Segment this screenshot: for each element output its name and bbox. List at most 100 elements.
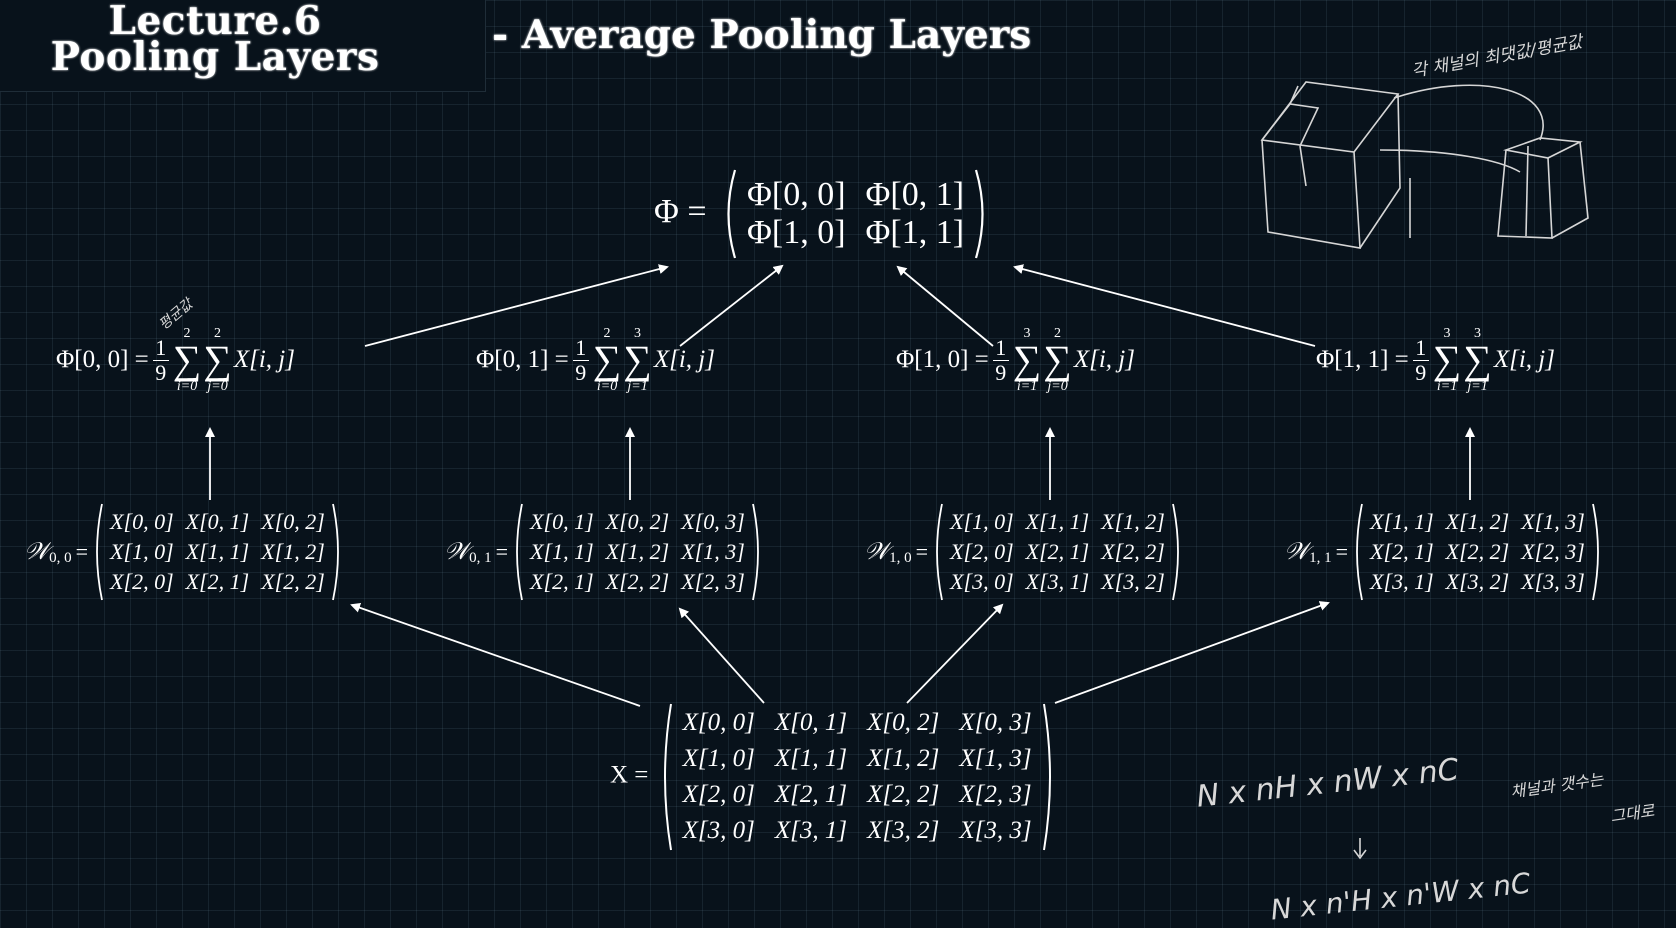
input-cell: X[0, 1] [774, 709, 848, 736]
window-cell: X[3, 1] [1370, 569, 1434, 594]
window-subscript: 0, 0 [49, 549, 72, 566]
right-paren-icon [751, 503, 759, 601]
phi-cell: Φ[1, 0] [747, 214, 846, 251]
left-paren-icon [663, 703, 672, 851]
window-cell: X[2, 0] [110, 569, 174, 594]
arrow-phi00-to-matrix [364, 264, 669, 347]
left-paren-icon [96, 503, 103, 601]
window-cell: X[2, 1] [185, 569, 250, 594]
window-cell: X[1, 2] [1445, 509, 1510, 534]
window-cell: X[2, 2] [1101, 539, 1165, 564]
dim-transform-arrow [1353, 838, 1367, 860]
slide-subtitle: - Average Pooling Layers [492, 12, 1032, 58]
window-cell: X[3, 2] [1101, 569, 1165, 594]
sum-lower-j: j=1 [627, 379, 648, 394]
input-cell: X[1, 0] [682, 745, 755, 772]
arrow-x-to-w00 [350, 602, 641, 707]
window-cell: X[3, 1] [1025, 569, 1090, 594]
arrow-x-to-w01 [678, 607, 765, 704]
window-symbol: 𝒲 [1284, 538, 1310, 565]
fraction-numerator: 1 [1415, 334, 1427, 360]
window-cell: X[1, 2] [261, 539, 325, 564]
window-cell: X[2, 1] [1025, 539, 1090, 564]
window-equals: = [1335, 539, 1349, 564]
sum-upper-i: 2 [603, 326, 611, 341]
window-cell: X[1, 0] [950, 509, 1014, 534]
input-cell: X[3, 2] [867, 817, 940, 844]
input-cell: X[2, 1] [774, 781, 848, 808]
summand: X[i, j] [233, 346, 295, 373]
window-cell: X[3, 2] [1445, 569, 1510, 594]
window-cell: X[1, 0] [110, 539, 174, 564]
window-symbol: 𝒲 [24, 538, 50, 565]
phi-lhs: Φ = [654, 192, 707, 230]
sum-lower-i: i=1 [1016, 379, 1038, 394]
window-cell: X[1, 2] [605, 539, 670, 564]
window-cell: X[1, 1] [1025, 509, 1090, 534]
window-subscript: 0, 1 [469, 549, 492, 566]
sum-upper-j: 2 [214, 326, 222, 341]
formula-lhs: Φ[0, 0] = [56, 346, 149, 373]
phi-cell: Φ[0, 1] [865, 176, 965, 213]
sigma-icon: ∑ [1432, 337, 1462, 382]
input-cell: X[0, 0] [682, 709, 755, 736]
input-matrix: X = X[0, 0] X[0, 1] X[0, 2] X[0, 3] X[1,… [610, 702, 1056, 852]
fraction-numerator: 1 [155, 334, 167, 360]
phi-output-matrix: Φ = Φ[0, 0] Φ[0, 1] Φ[1, 0] Φ[1, 1] [654, 168, 990, 260]
window-cell: X[3, 0] [950, 569, 1014, 594]
window-cell: X[2, 3] [1521, 539, 1585, 564]
sum-upper-i: 3 [1443, 326, 1451, 341]
fraction-denominator: 9 [575, 359, 587, 385]
window-equals: = [915, 539, 929, 564]
window-subscript: 1, 0 [889, 549, 912, 566]
input-cell: X[0, 2] [867, 709, 940, 736]
fraction-numerator: 1 [995, 334, 1007, 360]
window-cell: X[1, 1] [530, 539, 594, 564]
sigma-icon: ∑ [172, 337, 202, 382]
formula-lhs: Φ[1, 1] = [1316, 346, 1409, 373]
window-cell: X[2, 1] [530, 569, 594, 594]
input-cell: X[0, 3] [959, 709, 1032, 736]
input-lhs: X = [610, 761, 649, 789]
sum-lower-i: i=0 [176, 379, 198, 394]
sum-upper-j: 3 [1474, 326, 1482, 341]
sum-lower-i: i=0 [596, 379, 618, 394]
window-symbol: 𝒲 [444, 538, 470, 565]
summand: X[i, j] [1493, 346, 1555, 373]
input-cell: X[1, 3] [959, 745, 1032, 772]
formula-lhs: Φ[0, 1] = [476, 346, 569, 373]
window-equals: = [495, 539, 509, 564]
fraction-denominator: 9 [1415, 359, 1427, 385]
input-cell: X[3, 1] [774, 817, 848, 844]
sum-lower-j: j=0 [207, 379, 228, 394]
arrow-phi11-to-matrix [1013, 264, 1316, 347]
fraction-denominator: 9 [995, 359, 1007, 385]
sum-lower-j: j=1 [1467, 379, 1488, 394]
input-cell: X[3, 3] [959, 817, 1032, 844]
sum-upper-j: 2 [1054, 326, 1062, 341]
sum-lower-j: j=0 [1047, 379, 1068, 394]
input-cell: X[3, 0] [682, 817, 755, 844]
sigma-icon: ∑ [1012, 337, 1042, 382]
title-box: Lecture.6 Pooling Layers [0, 0, 486, 92]
phi-cell: Φ[0, 0] [747, 176, 846, 213]
left-paren-icon [727, 169, 737, 259]
window-cell: X[2, 0] [950, 539, 1014, 564]
sigma-icon: ∑ [1043, 337, 1072, 382]
sigma-icon: ∑ [592, 337, 622, 382]
right-paren-icon [1591, 503, 1599, 601]
pooling-volume-sketch [1260, 81, 1589, 249]
window-cell: X[2, 1] [1370, 539, 1434, 564]
fraction-numerator: 1 [575, 334, 587, 360]
window-cell: X[3, 3] [1521, 569, 1585, 594]
phi-cell: Φ[1, 1] [865, 214, 965, 251]
input-cell: X[2, 3] [959, 781, 1032, 808]
arrow-x-to-w10 [906, 603, 1004, 704]
sigma-icon: ∑ [623, 337, 652, 382]
sum-lower-i: i=1 [1436, 379, 1458, 394]
